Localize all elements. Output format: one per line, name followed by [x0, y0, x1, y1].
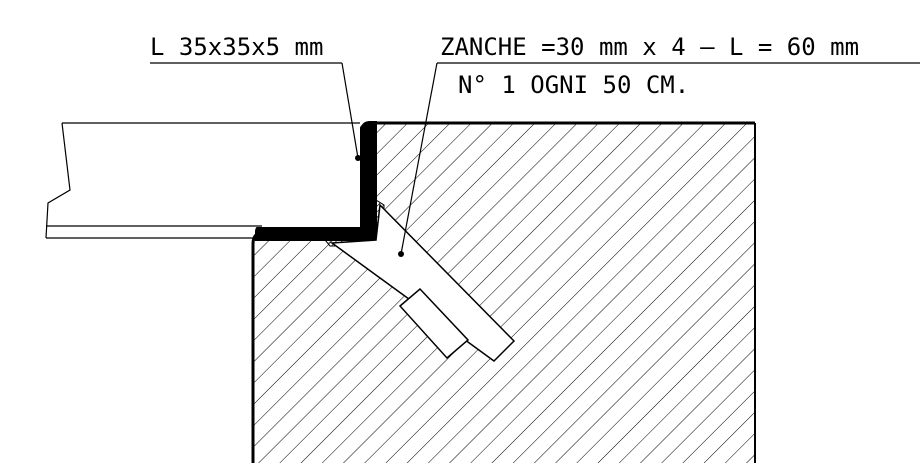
label-anchors-line2: N° 1 OGNI 50 CM. — [458, 71, 689, 99]
label-angle-profile: L 35x35x5 mm — [150, 33, 323, 61]
slab — [45, 122, 360, 239]
label-anchors-line1: ZANCHE =30 mm x 4 – L = 60 mm — [440, 33, 859, 61]
callout-angle-profile: L 35x35x5 mm — [150, 33, 361, 161]
callout-anchors: ZANCHE =30 mm x 4 – L = 60 mm N° 1 OGNI … — [398, 33, 920, 257]
anchor-plates — [329, 203, 516, 362]
anchor-plate-slot — [398, 287, 470, 360]
